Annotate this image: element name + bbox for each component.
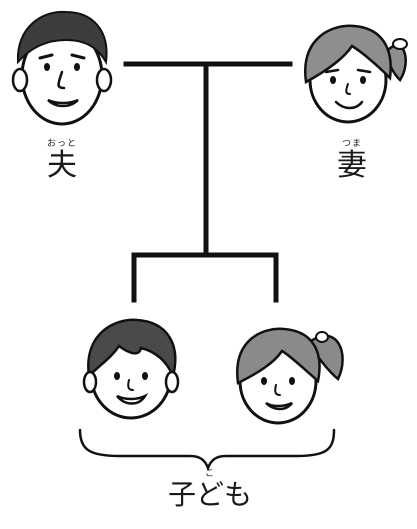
husband-text: 夫 — [47, 148, 77, 183]
boy-face-icon — [82, 318, 180, 420]
husband-ruby: おっと — [46, 139, 77, 149]
relationship-lines — [123, 61, 293, 303]
man-face-icon — [11, 10, 113, 126]
woman-face-icon — [304, 24, 408, 124]
children-brace — [78, 428, 336, 472]
children-label: こ 子ども — [150, 470, 270, 509]
girl-face-icon — [236, 327, 344, 425]
wife-ruby: つま — [341, 139, 362, 149]
children-text: 子ども — [167, 478, 252, 511]
wife-label: つま 妻 — [312, 140, 392, 181]
husband-label: おっと 夫 — [22, 140, 102, 181]
wife-text: 妻 — [337, 148, 367, 183]
children-ruby: こ — [204, 469, 215, 479]
